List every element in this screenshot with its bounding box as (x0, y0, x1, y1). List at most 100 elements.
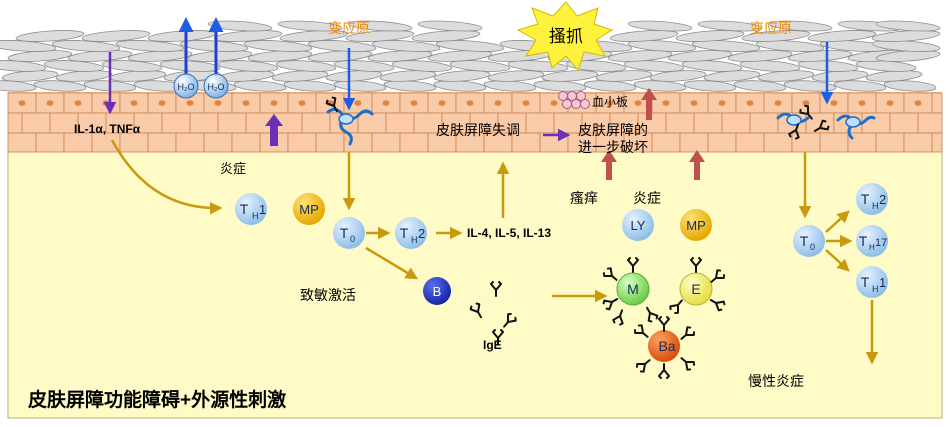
corneocyte-flake (345, 30, 415, 42)
cell-nucleus (466, 100, 474, 106)
svg-text:0: 0 (350, 234, 355, 244)
t0-cell-left: T 0 (333, 217, 365, 249)
corneocyte-flake (411, 30, 481, 42)
svg-text:M: M (627, 281, 639, 297)
keratinocyte-cell (721, 112, 751, 134)
svg-text:H: H (411, 235, 418, 245)
antibody-icon (788, 123, 800, 140)
cell-nucleus (410, 100, 418, 106)
t0-to-b-arrow (365, 246, 419, 280)
th17-cell-right: T H 17 (856, 225, 888, 257)
keratinocyte-cell (693, 112, 723, 134)
keratinocyte-cell (147, 132, 177, 153)
cell-nucleus (298, 100, 306, 106)
cell-nucleus (354, 100, 362, 106)
antibody-icon (325, 96, 830, 140)
corneocyte-flake (217, 60, 279, 72)
keratinocyte-cell (861, 112, 891, 134)
pruritus-label: 瘙痒 (570, 190, 598, 206)
antibody-icon (669, 299, 683, 315)
eosinophil-cell: E (679, 272, 713, 306)
corneocyte-flake (681, 60, 743, 72)
svg-text:1: 1 (879, 275, 886, 290)
keratinocyte-cell (357, 112, 387, 134)
keratinocyte-cell (931, 132, 943, 153)
corneocyte-flake (541, 70, 599, 82)
svg-text:H: H (252, 211, 259, 221)
svg-text:T: T (800, 233, 809, 249)
cell-nucleus (774, 100, 782, 106)
antibody-icon (646, 306, 659, 323)
water-loss-arrow-2: H₂O (203, 17, 229, 99)
corneocyte-flake (433, 70, 491, 82)
antibody-group (469, 257, 726, 379)
corneocyte-flake (875, 20, 941, 32)
inflammation-label-mid: 炎症 (633, 190, 661, 206)
corneocyte-flake (675, 30, 745, 42)
antibody-icon (658, 316, 670, 332)
antibody-icon (635, 359, 651, 373)
corneocyte-flake (627, 40, 697, 52)
antibody-icon (503, 312, 517, 328)
corneocyte-flake (371, 40, 441, 52)
water-molecule-label: H₂O (178, 82, 195, 92)
corneocyte-flake (697, 20, 763, 32)
antibody-icon (680, 357, 696, 371)
cell-nucleus (634, 100, 642, 106)
corneocyte-flake (417, 20, 483, 32)
cell-nucleus (718, 100, 726, 106)
keratinocyte-cell (903, 132, 933, 153)
cytokine-to-th1-arrow (110, 139, 223, 215)
t0-to-th2-right-arrow (825, 210, 850, 233)
cell-nucleus (158, 100, 166, 106)
corneocyte-flake (379, 70, 437, 82)
svg-text:MP: MP (686, 218, 706, 233)
basophil-cell: Ba (648, 330, 680, 362)
antibody-icon (469, 302, 482, 319)
corneocyte-flake (283, 80, 337, 92)
keratinocyte-cell (679, 132, 709, 153)
barrier-damage-label-2: 进一步破坏 (578, 139, 648, 155)
water-molecule-icon (203, 73, 229, 99)
keratinocyte-cell (665, 112, 695, 134)
corneocyte-flake (15, 30, 85, 42)
antibody-icon (813, 119, 830, 132)
svg-text:LY: LY (631, 218, 646, 233)
cell-nucleus (382, 100, 390, 106)
corneocyte-flake (741, 30, 811, 42)
corneocyte-flake (833, 80, 887, 92)
corneocyte-flake (427, 50, 493, 62)
th1-cell-right: T H 1 (856, 266, 888, 298)
corneocyte-flake (101, 60, 163, 72)
corneocyte-flake (333, 80, 387, 92)
cell-nucleus (214, 100, 222, 106)
corneocyte-flake (179, 40, 249, 52)
corneocyte-flake (487, 70, 545, 82)
cell-nucleus (522, 100, 530, 106)
cell-nucleus (746, 100, 754, 106)
svg-text:T: T (240, 201, 249, 217)
cell-nucleus (494, 100, 502, 106)
interleukins-label: IL-4, IL-5, IL-13 (467, 226, 551, 240)
keratinocyte-cell (175, 132, 205, 153)
antibody-icon (602, 298, 619, 311)
svg-text:T: T (340, 225, 349, 241)
corneocyte-flake (691, 40, 761, 52)
corneocyte-flake (159, 60, 221, 72)
water-loss-arrow-1: H₂O (173, 17, 199, 99)
antibody-icon (612, 309, 624, 326)
water-molecule-icon (173, 73, 199, 99)
keratinocyte-cell (749, 112, 779, 134)
cell-nucleus (46, 100, 54, 106)
inflammation-label-top: 炎症 (220, 161, 246, 176)
dendritic-cell-icon (776, 112, 876, 140)
corneocyte-flake (609, 30, 679, 42)
corneocyte-flake (883, 80, 937, 92)
keratinocyte-cell (917, 112, 943, 134)
cell-nucleus (886, 100, 894, 106)
barrier-damage-arrows (601, 88, 705, 180)
mast-cell: M (616, 272, 650, 306)
corneocyte-flake (233, 80, 287, 92)
svg-text:2: 2 (418, 226, 425, 241)
corneocyte-flake (207, 20, 273, 32)
